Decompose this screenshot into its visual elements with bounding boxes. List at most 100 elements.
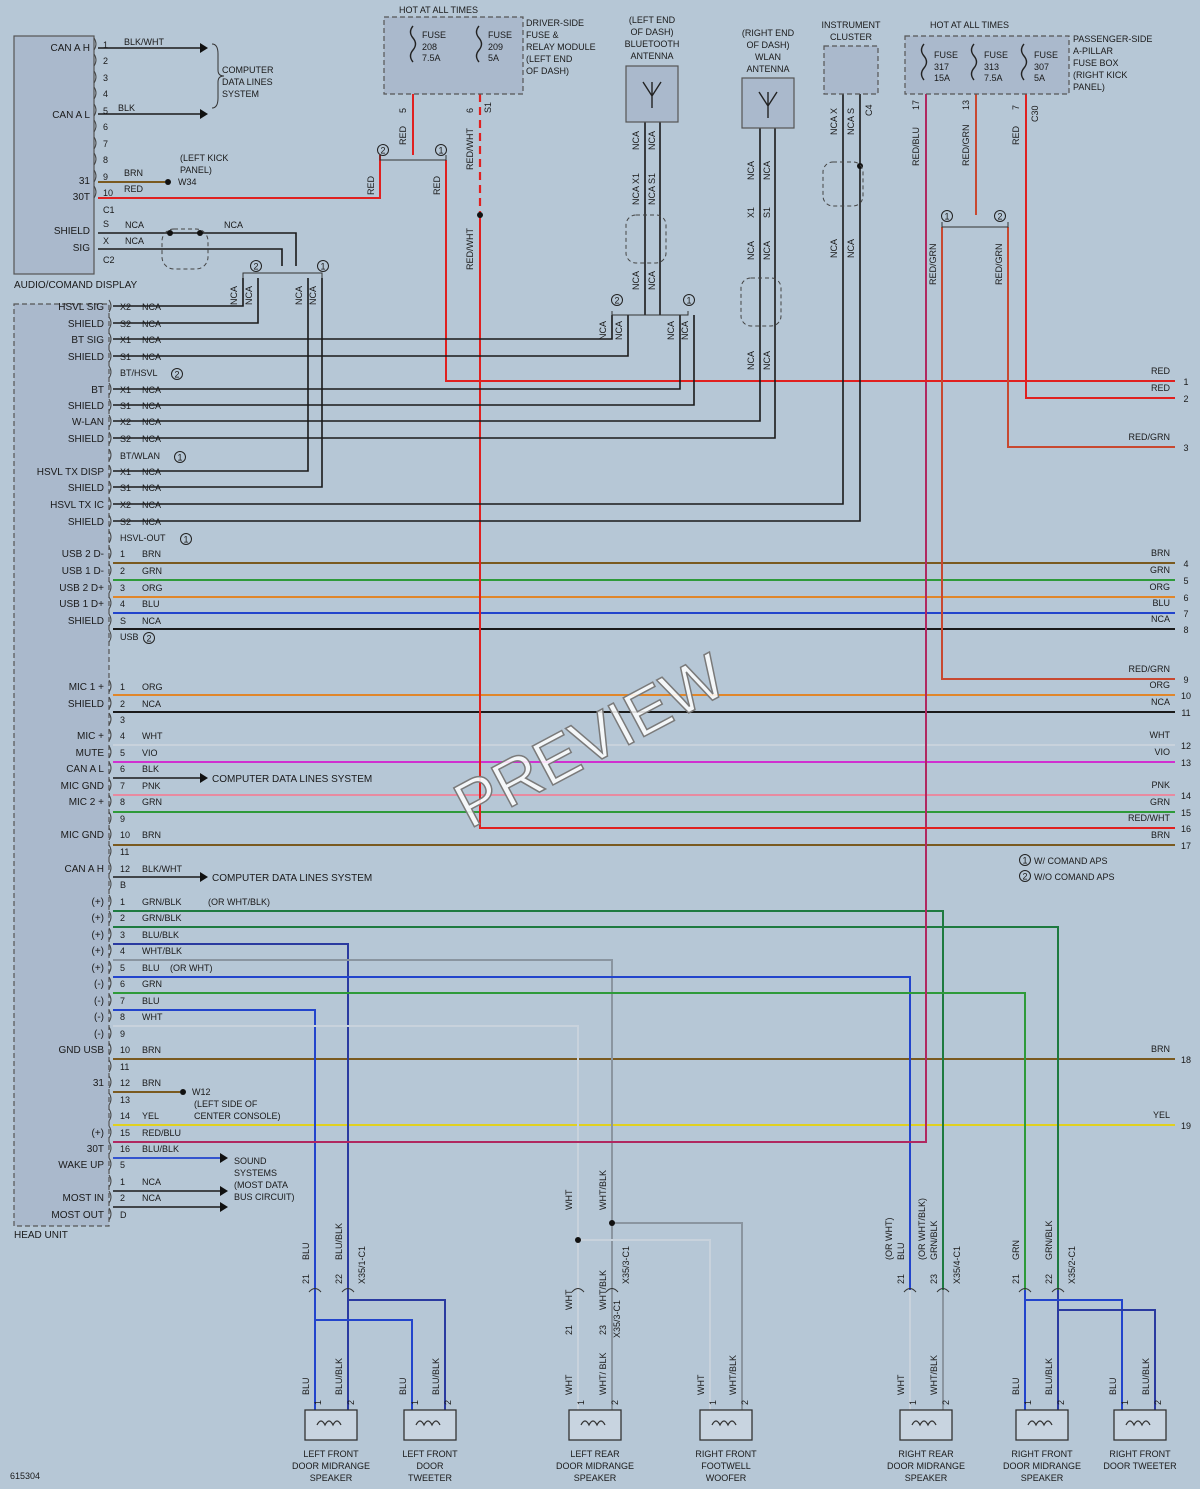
option-circle <box>611 294 623 306</box>
pin-mark <box>108 480 112 494</box>
terminal-number: 2 <box>1183 394 1188 404</box>
option-circle <box>435 144 447 156</box>
terminal-wire-label: ORG <box>1149 582 1170 592</box>
spk-rf-minus-wire <box>113 992 1026 1290</box>
head-unit-pin-label: GND USB <box>58 1045 104 1056</box>
head-unit-pin-label: HSVL TX DISP <box>37 467 105 478</box>
pin-mark <box>108 1125 112 1139</box>
head-unit-pin-label: BT <box>91 385 104 396</box>
head-unit-pin-label: SHIELD <box>68 517 104 528</box>
option-number: 1 <box>177 453 182 463</box>
pin-mark <box>108 1059 112 1073</box>
speaker-label: SPEAKER <box>310 1473 353 1483</box>
pin-number: 5 <box>398 108 408 113</box>
terminal-number: 15 <box>1181 808 1191 818</box>
instrument-cluster-label: INSTRUMENT <box>822 20 881 30</box>
wire-color-label: NCA X1 <box>631 173 641 205</box>
wire-color-label: WHT/ BLK <box>598 1352 608 1395</box>
head-unit-pin-label: MUTE <box>76 748 105 759</box>
splice-dot <box>575 1237 581 1243</box>
speaker-label: RIGHT FRONT <box>695 1449 757 1459</box>
wire-color-label: NCA <box>846 239 856 258</box>
terminal-wire-label: RED <box>1151 383 1171 393</box>
passenger-fuse-box-label: FUSE BOX <box>1073 58 1119 68</box>
pin-mark <box>93 152 97 166</box>
pin-number: 9 <box>120 1029 125 1039</box>
head-unit-pin-label: (-) <box>94 1029 104 1040</box>
pin-number: 2 <box>740 1400 750 1405</box>
pin-number: 2 <box>103 56 108 66</box>
speaker-label: LEFT REAR <box>570 1449 620 1459</box>
pin-mark <box>108 563 112 577</box>
pin-number: 8 <box>103 155 108 165</box>
wire-color-label: X1 <box>746 207 756 218</box>
wire-color-label: NCA <box>142 434 161 444</box>
pin-mark <box>108 927 112 941</box>
pin-number: 21 <box>1011 1274 1021 1284</box>
fuse-icon <box>920 43 928 81</box>
pin-number: 6 <box>103 122 108 132</box>
terminal-wire-label: NCA <box>1151 614 1170 624</box>
sound-systems-note: BUS CIRCUIT) <box>234 1192 295 1202</box>
pin-mark <box>108 365 112 379</box>
option-number: 2 <box>1022 872 1027 882</box>
option-circle <box>1019 854 1031 866</box>
connector-arc <box>308 1288 322 1293</box>
speaker-label: SPEAKER <box>905 1473 948 1483</box>
hot-at-all-times-label: HOT AT ALL TIMES <box>930 20 1009 30</box>
wire-color-label: BRN <box>124 168 143 178</box>
head-unit-pin-label: MIC 1 + <box>69 682 104 693</box>
rf-tw-minus <box>1025 1299 1123 1410</box>
head-unit-pin-label: BT SIG <box>71 335 104 346</box>
pin-mark <box>108 827 112 841</box>
speaker-label: TWEETER <box>408 1473 452 1483</box>
head-unit-name: HEAD UNIT <box>14 1230 68 1241</box>
legend-text: W/O COMAND APS <box>1034 872 1115 882</box>
connector-id: B <box>120 880 126 890</box>
pin-mark <box>93 136 97 150</box>
head-unit-pin-label: (+) <box>92 946 105 957</box>
connector-arc <box>341 1288 355 1293</box>
wire-color-label: GRN/BLK <box>929 1220 939 1260</box>
pin-mark <box>108 514 112 528</box>
rf-tw-plus <box>1058 1309 1156 1410</box>
fuse-label: FUSE <box>1034 50 1058 60</box>
display-30t-wire <box>98 155 381 199</box>
pin-mark <box>108 497 112 511</box>
head-unit-pin-label: 31 <box>93 1078 105 1089</box>
diagram-id: 615304 <box>10 1471 40 1481</box>
fuse-amp: 5A <box>488 53 499 63</box>
wire-color-label: RED/BLU <box>911 127 921 166</box>
red-2-wire <box>1025 94 1175 399</box>
pin-number: 2 <box>610 1400 620 1405</box>
spk-rf-plus-wire <box>113 926 1059 1290</box>
wire-color-label: BLU/BLK <box>334 1358 344 1395</box>
speaker-icon <box>304 1409 358 1441</box>
pin-number: 22 <box>334 1274 344 1284</box>
spk-lf-minus-wire <box>113 1009 316 1290</box>
pin-mark <box>108 679 112 693</box>
pin-number: 4 <box>120 599 125 609</box>
woofer-minus-wire <box>578 1239 711 1410</box>
wire-color-label: S1 <box>762 207 772 218</box>
wire-color-label: NCA <box>224 220 243 230</box>
passenger-fuse-box-label: PANEL) <box>1073 82 1105 92</box>
pin-mark <box>108 976 112 990</box>
pin-mark <box>108 1190 112 1204</box>
cdl-note: SYSTEM <box>222 89 259 99</box>
fuse-number: 313 <box>984 62 999 72</box>
wire-color-label: GRN/BLK <box>1044 1220 1054 1260</box>
wire-color-label: PNK <box>142 781 161 791</box>
pin-mark <box>108 546 112 560</box>
wlan-antenna-label: WLAN <box>755 52 781 62</box>
pin-mark <box>108 596 112 610</box>
terminal-wire-label: GRN <box>1150 797 1170 807</box>
speaker-coil <box>711 1420 737 1427</box>
spk-lr-minus-wire <box>113 1025 579 1290</box>
spk-rr-plus-wire <box>113 910 944 1290</box>
wire-color-label: RED/WHT <box>465 228 475 270</box>
pin-number: X1 <box>120 385 131 395</box>
pin-mark <box>108 316 112 330</box>
splice-dot <box>167 230 173 236</box>
speaker-label: DOOR MIDRANGE <box>292 1461 370 1471</box>
